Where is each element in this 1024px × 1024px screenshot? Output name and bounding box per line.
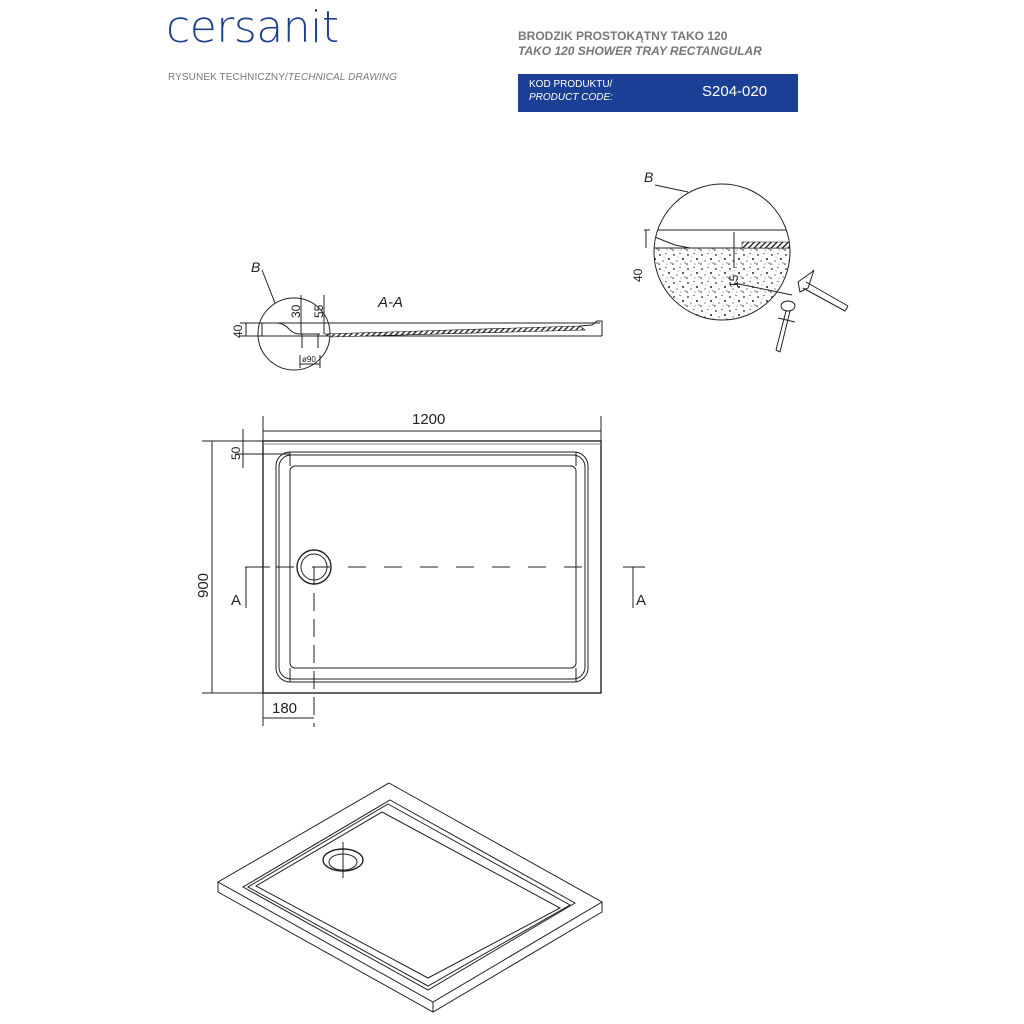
detail-dim-height: 40 <box>631 268 645 282</box>
dim-drain-offset: 180 <box>272 700 297 717</box>
section-dim-55: 55 <box>312 304 326 318</box>
dim-width: 1200 <box>412 411 445 428</box>
section-mark-right: A <box>636 592 646 609</box>
detail-label-b: B <box>644 169 653 185</box>
product-code: S204-020 <box>702 83 768 100</box>
code-label-en: PRODUCT CODE: <box>529 92 613 103</box>
section-dim-30: 30 <box>289 304 303 318</box>
product-title-en: TAKO 120 SHOWER TRAY RECTANGULAR <box>518 44 762 58</box>
section-dim-height: 40 <box>231 324 245 338</box>
plan-view <box>202 416 645 727</box>
section-dim-diameter: ø90 <box>302 355 316 364</box>
detail-dim-anchor: 15 <box>727 274 741 288</box>
product-title-pl: BRODZIK PROSTOKĄTNY TAKO 120 <box>518 29 728 43</box>
isometric-view <box>216 782 604 1013</box>
drawing-type-en: TECHNICAL DRAWING <box>287 72 398 83</box>
drawing-type: RYSUNEK TECHNICZNY/TECHNICAL DRAWING <box>168 72 397 83</box>
section-view <box>240 269 603 371</box>
brand-logo: cersanit <box>166 2 339 53</box>
detail-view <box>644 183 849 353</box>
dim-rim: 50 <box>229 446 243 460</box>
detail-ref-b-section: B <box>251 259 260 275</box>
product-code-box: KOD PRODUKTU/ PRODUCT CODE: S204-020 <box>518 74 798 112</box>
drawing-type-pl: RYSUNEK TECHNICZNY/ <box>168 72 288 83</box>
dim-height: 900 <box>195 573 212 598</box>
section-mark-left: A <box>231 592 241 609</box>
section-label: A-A <box>377 294 403 311</box>
code-label-pl: KOD PRODUKTU/ <box>529 79 613 90</box>
